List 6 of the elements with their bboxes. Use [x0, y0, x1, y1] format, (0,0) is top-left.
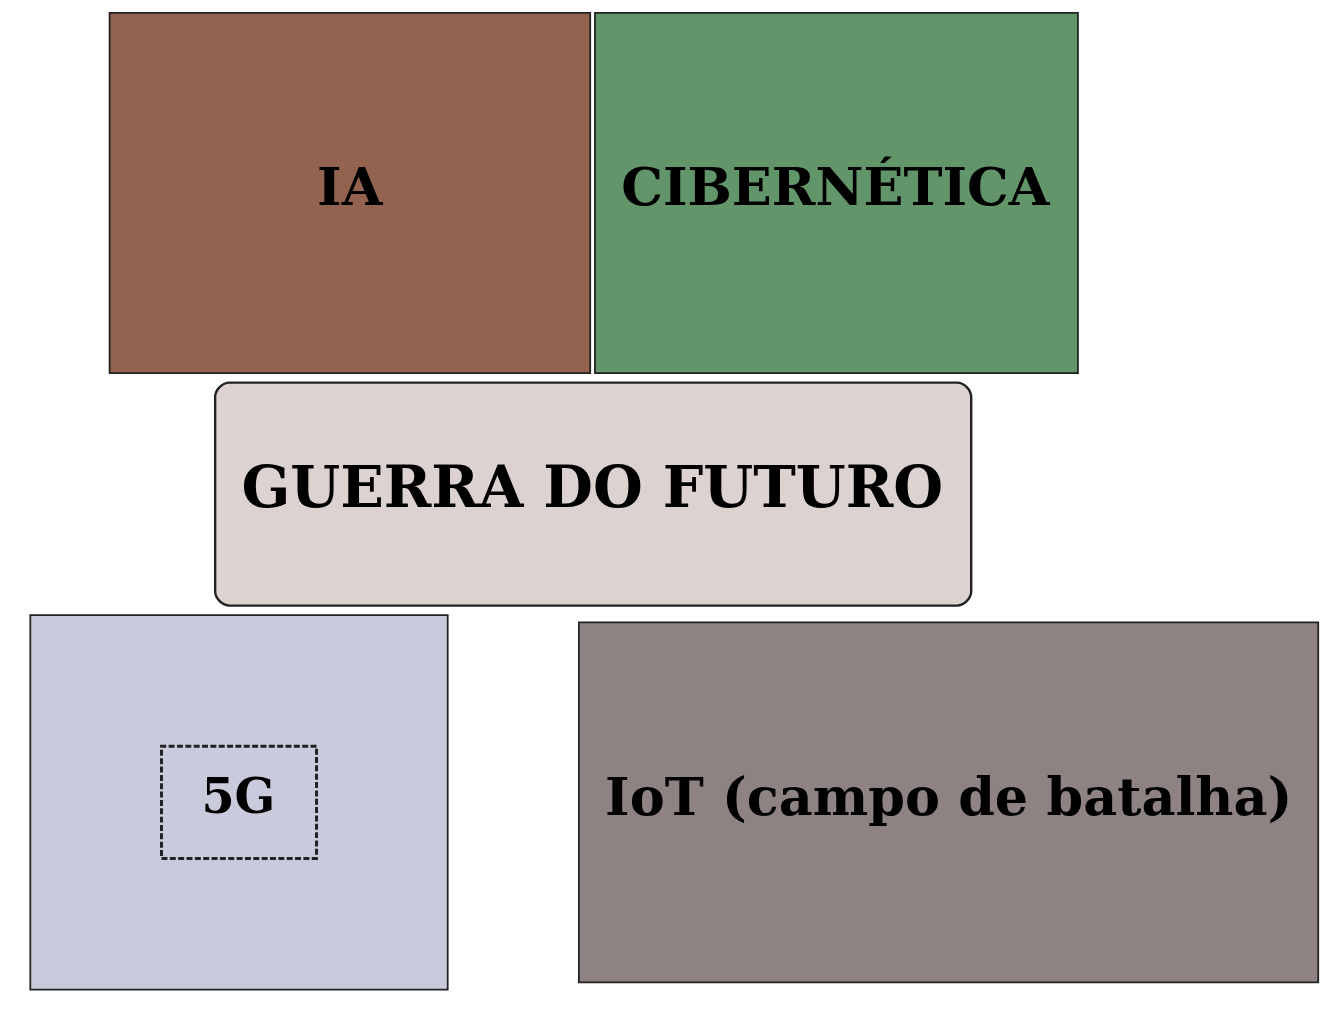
node-box: IoT (campo de batalha)	[577, 621, 1319, 984]
node-box: CIBERNÉTICA	[593, 12, 1079, 374]
node-box: IA	[108, 12, 591, 374]
node-box: 5G	[159, 744, 318, 860]
node-box: GUERRA DO FUTURO	[213, 381, 972, 607]
cluster	[28, 614, 449, 991]
